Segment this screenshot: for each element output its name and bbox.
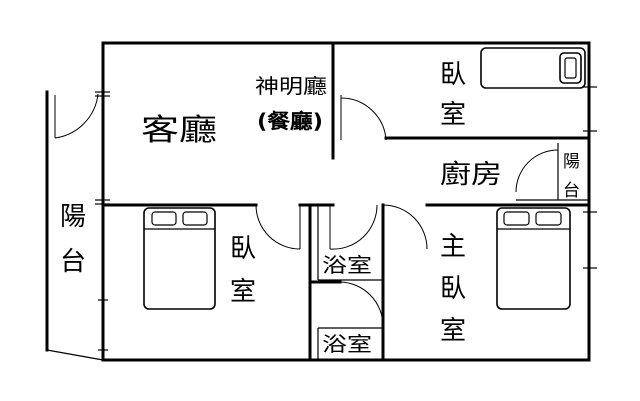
dining-room-note: (餐廳)	[257, 109, 323, 133]
bed-left-room	[143, 207, 216, 310]
bed-top-right	[480, 47, 586, 89]
bedroom-left-label-line1: 臥	[230, 234, 256, 264]
window-ticks	[583, 86, 597, 269]
living-room-label: 客廳	[141, 113, 217, 148]
bedroom-top-label-line2: 室	[440, 100, 466, 130]
interior-walls	[101, 41, 591, 362]
small-balcony-label-line1: 陽	[563, 152, 580, 172]
small-balcony-label-line2: 台	[563, 181, 580, 201]
bedroom-top-label-line1: 臥	[440, 60, 466, 90]
doors	[54, 93, 559, 327]
master-bedroom-label-line3: 室	[440, 316, 466, 346]
balcony-left-label-line1: 陽	[60, 202, 86, 232]
bath-lower-label: 浴室	[322, 332, 372, 356]
bath-upper-label: 浴室	[322, 253, 372, 277]
bedroom-left-label-line2: 室	[230, 277, 256, 307]
master-bedroom-label-line2: 臥	[440, 274, 466, 304]
outer-walls	[101, 41, 591, 362]
shrine-hall-label: 神明廳	[255, 74, 327, 98]
bed-master	[496, 207, 571, 310]
master-bedroom-label-line1: 主	[440, 232, 466, 262]
balcony-left-label-line2: 台	[60, 247, 86, 277]
kitchen-label: 廚房	[440, 160, 502, 190]
